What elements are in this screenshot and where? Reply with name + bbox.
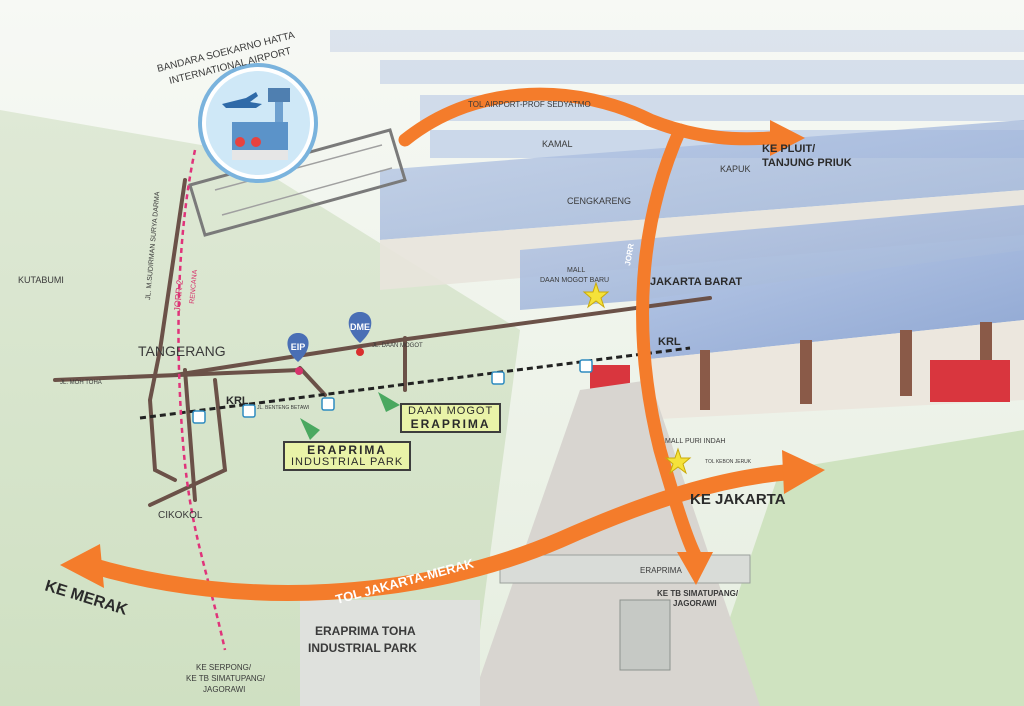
label-pluit-line2: TANJUNG PRIUK	[762, 157, 852, 169]
road-main-loop	[147, 178, 187, 482]
label-jorr: JORR	[623, 243, 636, 267]
entrance-road	[470, 380, 760, 706]
road-jl-daan-mogot	[173, 296, 712, 377]
arrow-tol-jakarta-merak	[82, 464, 798, 601]
label-jl-daan-mogot: JL. DAAN MOGOT	[372, 343, 423, 349]
eraprima-toha-sign-line1: ERAPRIMA TOHA	[315, 624, 416, 638]
pin-eip-marker[interactable]: EIP	[287, 333, 309, 375]
label-ke-serpong-line3: JAGORAWI	[203, 685, 245, 694]
label-ke-jakarta: KE JAKARTA	[690, 491, 786, 508]
road-vertical-center	[183, 368, 197, 502]
label-jl-moh-toha: JL. MOH TOHA	[60, 380, 102, 386]
label-cengkareng: CENGKARENG	[567, 196, 631, 206]
gate-sign	[619, 599, 671, 671]
daan-mogot-box-line1: DAAN MOGOT	[408, 405, 494, 417]
label-mall-daan-mogot-line2: DAAN MOGOT BARU	[540, 277, 609, 284]
eraprima-box-line2: INDUSTRIAL PARK	[291, 455, 404, 468]
train-icon	[192, 410, 206, 424]
krl-station-icons	[192, 359, 593, 424]
label-krl-right: KRL	[658, 336, 681, 348]
label-kapuk: KAPUK	[720, 164, 751, 174]
train-icon	[242, 404, 256, 418]
pin-dme-marker[interactable]: DME	[348, 312, 372, 356]
label-ke-tb-right-line1: KE TB SIMATUPANG/	[657, 589, 739, 598]
krl-railway	[139, 346, 691, 420]
road-vertical-right	[148, 378, 228, 507]
label-kutabumi: KUTABUMI	[18, 275, 64, 285]
label-mall-puri-indah: MALL PURI INDAH	[665, 438, 725, 445]
train-icon	[491, 371, 505, 385]
star-mall-daan-mogot	[582, 281, 610, 309]
label-building-sign: ERAPRIMA	[640, 566, 682, 575]
label-pluit-line1: KE PLUIT/	[762, 143, 815, 155]
arrowhead-jakarta	[782, 450, 825, 494]
airport-icon	[198, 63, 318, 183]
label-mall-daan-mogot-line1: MALL	[567, 267, 585, 274]
label-box-eraprima[interactable]: ERAPRIMA INDUSTRIAL PARK	[283, 441, 412, 472]
road-connector-eip	[298, 366, 327, 397]
label-jorr2: JORR 2	[172, 279, 185, 312]
airport-runway	[188, 128, 407, 237]
jorr2-planned-road	[177, 149, 227, 651]
label-ke-tb-right-line2: JAGORAWI	[673, 599, 717, 608]
gate-canopy	[499, 554, 751, 584]
label-jakarta-barat: JAKARTA BARAT	[650, 276, 742, 288]
label-tangerang: TANGERANG	[138, 343, 226, 359]
arrowhead-pluit	[770, 120, 805, 156]
label-ke-serpong-line1: KE SERPONG/	[196, 663, 252, 672]
arrowhead-merak	[60, 544, 104, 588]
pin-eip-label: EIP	[291, 342, 306, 352]
arrow-jorr-vertical	[636, 123, 702, 562]
train-icon	[321, 397, 335, 411]
eraprima-box-line1: ERAPRIMA	[307, 443, 388, 457]
arrowhead-tb-simatupang	[677, 552, 713, 585]
label-cikokol: CIKOKOL	[158, 510, 203, 521]
label-rencana: RENCANA	[189, 269, 199, 304]
eraprima-toha-sign-line2: INDUSTRIAL PARK	[308, 641, 417, 655]
label-box-daan-mogot[interactable]: DAAN MOGOT ERAPRIMA	[400, 403, 502, 434]
road-network	[53, 178, 712, 507]
label-ke-serpong-line2: KE TB SIMATUPANG/	[186, 674, 266, 683]
pin-dme-label: DME	[350, 322, 370, 332]
train-icon	[579, 359, 593, 373]
daan-mogot-box-line2: ERAPRIMA	[410, 416, 491, 431]
label-jl-benteng-betawi: JL. BENTENG BETAWI	[257, 405, 309, 411]
gate-wall	[300, 600, 480, 706]
grass-area-right	[700, 430, 1024, 706]
label-krl-left: KRL	[226, 395, 249, 407]
orange-route-arrows	[82, 87, 798, 601]
star-mall-puri-indah	[664, 447, 692, 475]
pointer-daan-mogot	[378, 392, 400, 412]
label-toll-airport: TOL AIRPORT-PROF SEDYATMO	[468, 100, 591, 109]
pointer-eraprima	[300, 418, 320, 440]
label-tol-small: TOL KEBON JERUK	[705, 459, 752, 465]
arrow-tol-airport	[398, 87, 777, 147]
label-kamal: KAMAL	[542, 139, 573, 149]
